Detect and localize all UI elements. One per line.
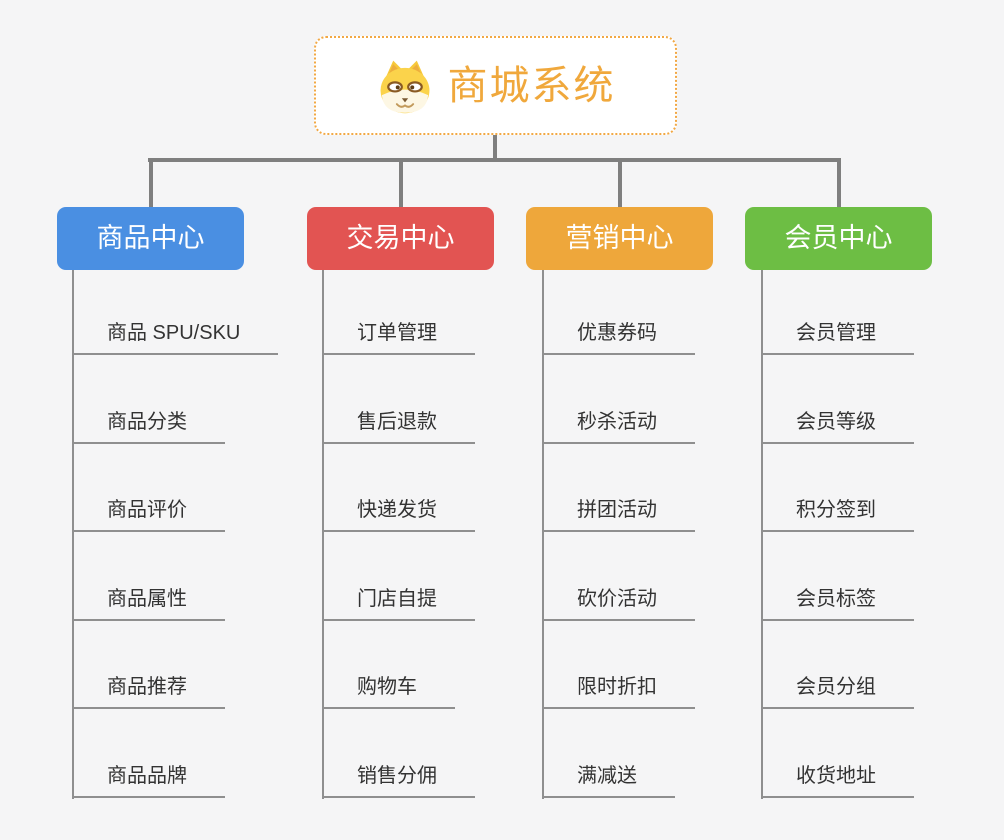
dog-icon — [376, 57, 434, 115]
leaf-topic[interactable]: 门店自提 — [323, 586, 475, 621]
leaf-topic[interactable]: 商品 SPU/SKU — [73, 320, 279, 355]
leaf-topic[interactable]: 商品评价 — [73, 497, 225, 532]
branch-label: 营销中心 — [565, 223, 674, 253]
connector-drop-member — [836, 160, 841, 208]
leaf-topic[interactable]: 售后退款 — [323, 409, 475, 444]
root-node[interactable]: 商城系统 — [314, 36, 677, 135]
leaf-topic[interactable]: 优惠券码 — [543, 320, 695, 355]
leaf-topic[interactable]: 会员分组 — [762, 674, 914, 709]
branch-spine — [542, 270, 544, 799]
branch-label: 会员中心 — [784, 223, 893, 253]
branch-node-member-center[interactable]: 会员中心 — [745, 207, 932, 270]
connector-root-drop — [493, 134, 497, 160]
branch-node-trade-center[interactable]: 交易中心 — [307, 207, 494, 270]
leaf-topic[interactable]: 积分签到 — [762, 497, 914, 532]
leaf-topic[interactable]: 快递发货 — [323, 497, 475, 532]
leaf-topic[interactable]: 商品品牌 — [73, 763, 225, 798]
branch-spine — [322, 270, 324, 799]
connector-drop-product — [148, 160, 153, 208]
connector-drop-trade — [398, 160, 403, 208]
leaf-topic[interactable]: 购物车 — [323, 674, 455, 709]
connector-drop-marketing — [617, 160, 622, 208]
branch-spine — [72, 270, 74, 799]
leaf-topic[interactable]: 销售分佣 — [323, 763, 475, 798]
connector-horizontal-bar — [148, 158, 841, 162]
leaf-topic[interactable]: 砍价活动 — [543, 586, 695, 621]
leaf-topic[interactable]: 会员标签 — [762, 586, 914, 621]
branch-node-marketing-center[interactable]: 营销中心 — [526, 207, 713, 270]
branch-node-product-center[interactable]: 商品中心 — [57, 207, 244, 270]
leaf-topic[interactable]: 订单管理 — [323, 320, 475, 355]
leaf-topic[interactable]: 限时折扣 — [543, 674, 695, 709]
leaf-topic[interactable]: 会员等级 — [762, 409, 914, 444]
leaf-topic[interactable]: 商品推荐 — [73, 674, 225, 709]
leaf-topic[interactable]: 商品分类 — [73, 409, 225, 444]
branch-label: 商品中心 — [96, 223, 205, 253]
branch-spine — [761, 270, 763, 799]
root-label: 商城系统 — [447, 63, 616, 108]
leaf-topic[interactable]: 拼团活动 — [543, 497, 695, 532]
leaf-topic[interactable]: 会员管理 — [762, 320, 914, 355]
leaf-topic[interactable]: 商品属性 — [73, 586, 225, 621]
leaf-topic[interactable]: 收货地址 — [762, 763, 914, 798]
branch-label: 交易中心 — [346, 223, 455, 253]
leaf-topic[interactable]: 满减送 — [543, 763, 675, 798]
leaf-topic[interactable]: 秒杀活动 — [543, 409, 695, 444]
